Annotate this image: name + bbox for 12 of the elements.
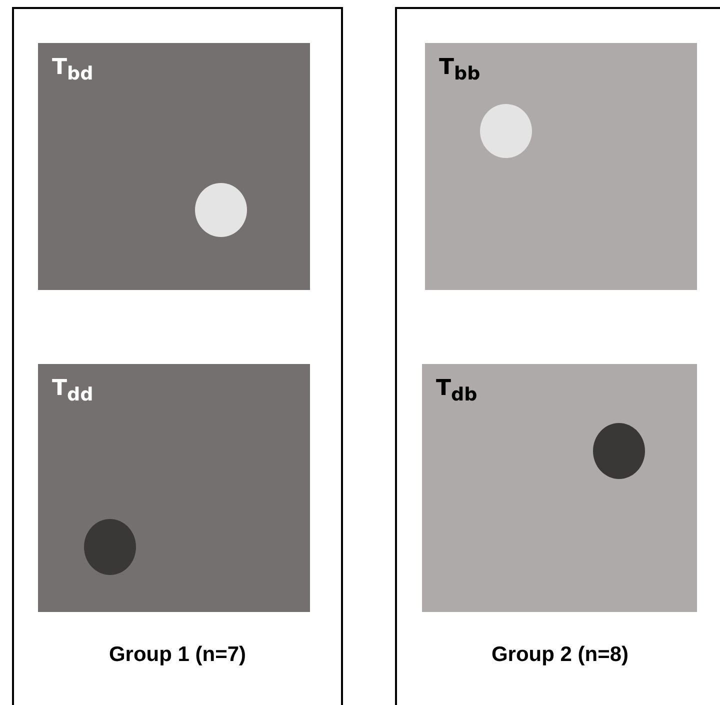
group-label: Group 1 (n=7) <box>108 643 248 667</box>
group-label: Group 2 (n=8) <box>490 643 630 667</box>
stimulus-square <box>422 364 697 612</box>
condition-label: T$_{bd}$ <box>52 55 94 84</box>
group-panel <box>395 7 720 705</box>
stimulus-square <box>38 43 310 290</box>
condition-label: T$_{bb}$ <box>439 55 480 84</box>
group-panel <box>12 7 343 705</box>
condition-label: T$_{dd}$ <box>52 376 94 406</box>
stimulus-square <box>38 364 310 612</box>
condition-label: T$_{db}$ <box>436 376 478 406</box>
stimulus-square <box>425 43 697 290</box>
